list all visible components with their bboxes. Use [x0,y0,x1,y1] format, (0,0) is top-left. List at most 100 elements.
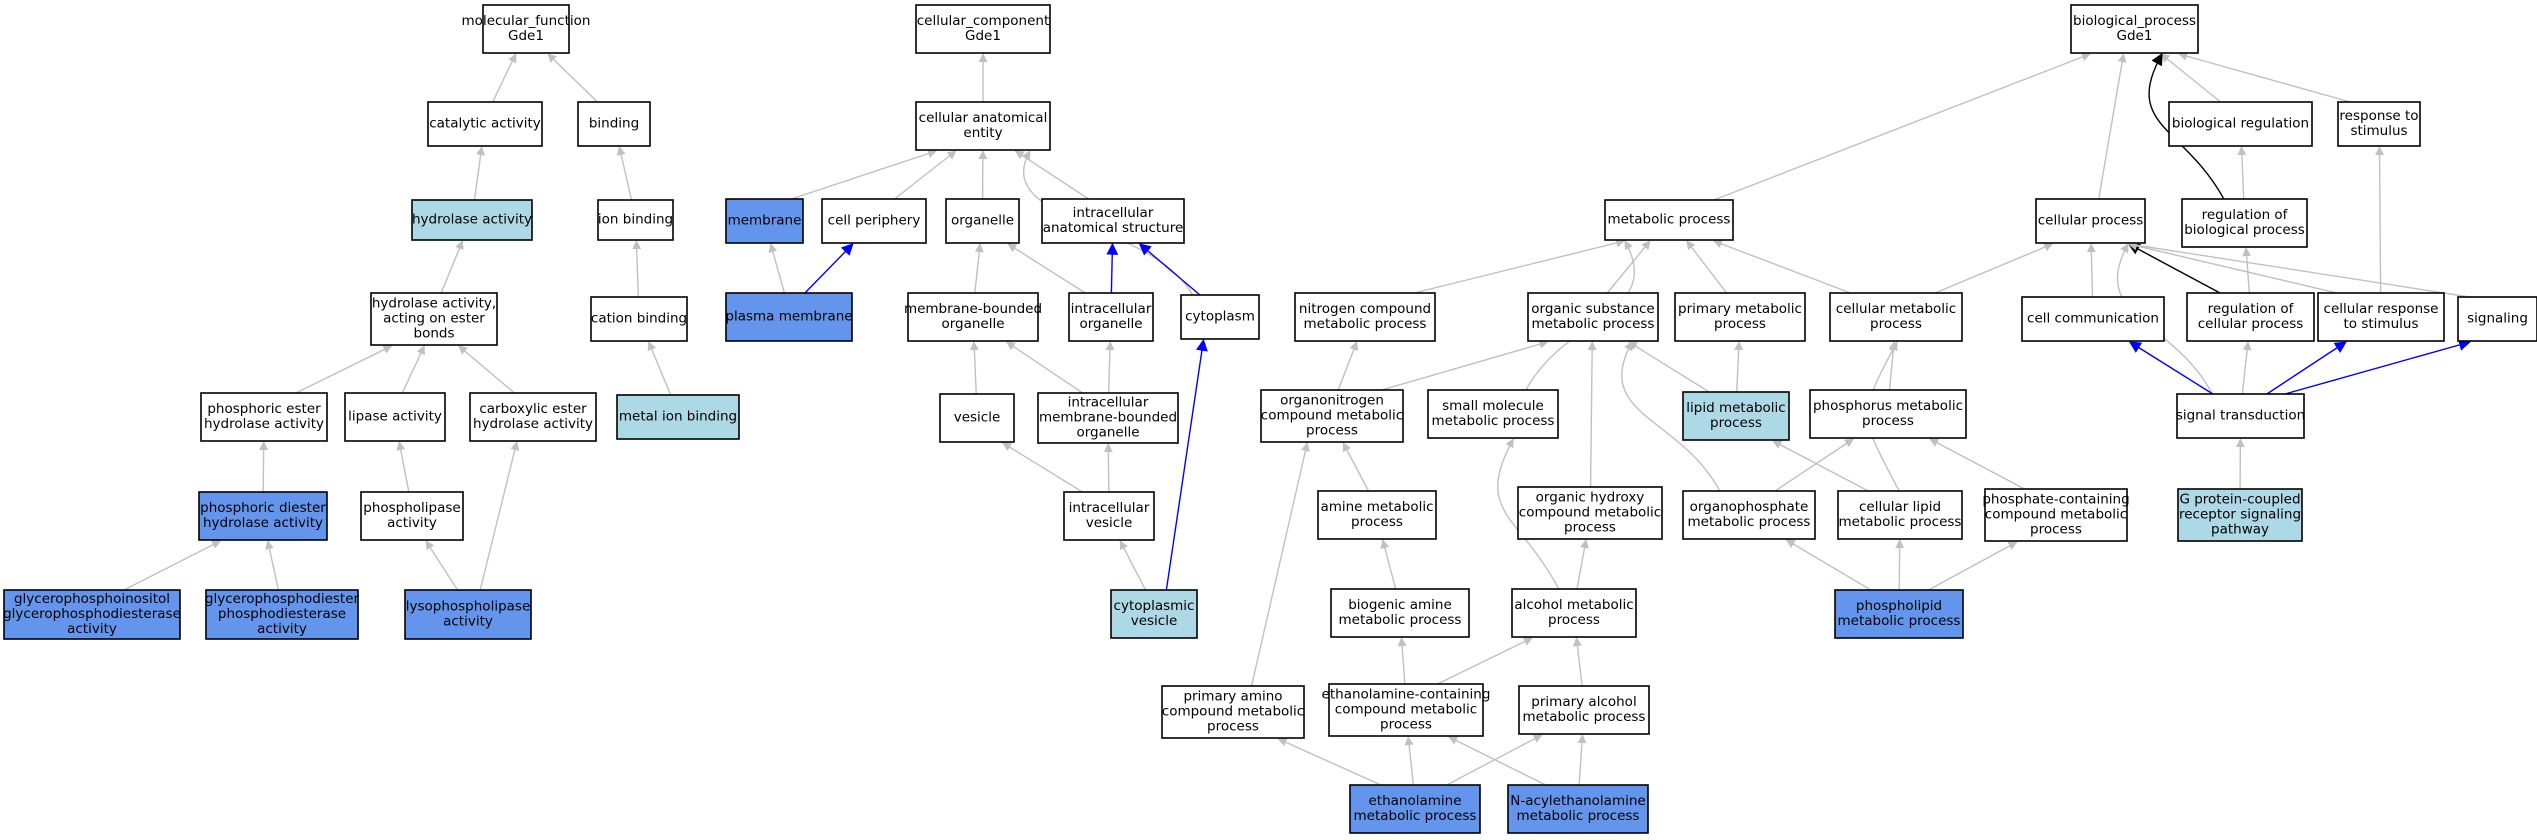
go-term-node-gpd[interactable]: glycerophosphodiesterphosphodiesteraseac… [205,589,360,640]
node-box [469,392,597,442]
node-box [821,198,927,244]
node-box [1834,589,1964,639]
node-label-line: process [1351,514,1403,530]
go-term-node-cellcomm[interactable]: cell communication [2021,296,2165,342]
edge-cellresp-to-cellproc [2127,241,2338,294]
node-label-line: metabolic process [1608,212,1731,228]
node-label-line: anatomical structure [1043,220,1184,236]
node-box [2317,292,2445,342]
edge-regcell-to-regbio [2242,247,2252,294]
go-term-node-bind[interactable]: binding [577,101,651,147]
edge-regcell-to-cellproc [2127,243,2221,294]
edge-cellresp-to-resp [2375,146,2385,294]
node-box [2186,292,2315,342]
node-label-line: molecular_function [462,13,591,29]
node-label-line: vesicle [1131,613,1178,629]
go-term-node-cellproc[interactable]: cellular process [2035,198,2146,244]
go-term-node-ionb[interactable]: ion binding [597,199,674,241]
go-term-node-cat[interactable]: catalytic activity [427,101,543,147]
edge-metalb-to-cationb [647,341,672,396]
go-term-node-vesicle[interactable]: vesicle [939,393,1015,443]
node-label-line: organophosphate [1690,499,1809,515]
go-term-node-cationb[interactable]: cation binding [590,296,688,342]
go-term-node-metalb[interactable]: metal ion binding [616,394,740,440]
go-term-node-gpi[interactable]: glycerophosphoinositolglycerophosphodies… [3,589,181,640]
node-box [1110,589,1198,639]
go-term-node-hydro[interactable]: hydrolase activity [411,199,533,241]
node-label-line: cellular process [2038,213,2144,229]
node-label-line: hydrolase activity [204,416,324,432]
node-label-line: compound metabolic [1162,704,1304,720]
go-term-node-signaling[interactable]: signaling [2457,296,2537,342]
edge-pmem-to-cperiph [804,243,854,294]
node-label-line: compound metabolic [1335,702,1477,718]
go-term-node-sigtrans[interactable]: signal transduction [2176,393,2305,439]
node-box [915,101,1051,151]
go-term-node-cyto[interactable]: cytoplasm [1180,294,1260,340]
go-term-node-membrane[interactable]: membrane [725,198,804,244]
edge-cytoves-to-cyto [1165,338,1208,591]
go-term-node-metab[interactable]: metabolic process [1604,199,1734,241]
go-term-node-organelle[interactable]: organelle [945,198,1020,244]
node-box [427,101,543,147]
edge-nacyl-to-primalc [1577,734,1587,786]
go-term-node-lipase[interactable]: lipase activity [344,392,446,442]
node-label-line: binding [589,116,639,132]
edge-orgnitro-to-orgsub [1381,339,1549,391]
node-box [411,199,533,241]
go-term-node-pmem[interactable]: plasma membrane [725,292,853,342]
node-label-line: membrane-bounded [1039,410,1177,426]
node-label-line: compound metabolic [1261,408,1403,424]
node-label-line: amine metabolic [1320,499,1433,515]
go-term-node-bioreg[interactable]: biological regulation [2168,101,2313,147]
node-box [1829,292,1963,342]
edge-phospholipase-to-lipase [396,441,410,493]
node-label-line: activity [67,621,117,637]
node-box [1809,389,1967,439]
node-box [1180,294,1260,340]
go-term-node-cperiph[interactable]: cell periphery [821,198,927,244]
